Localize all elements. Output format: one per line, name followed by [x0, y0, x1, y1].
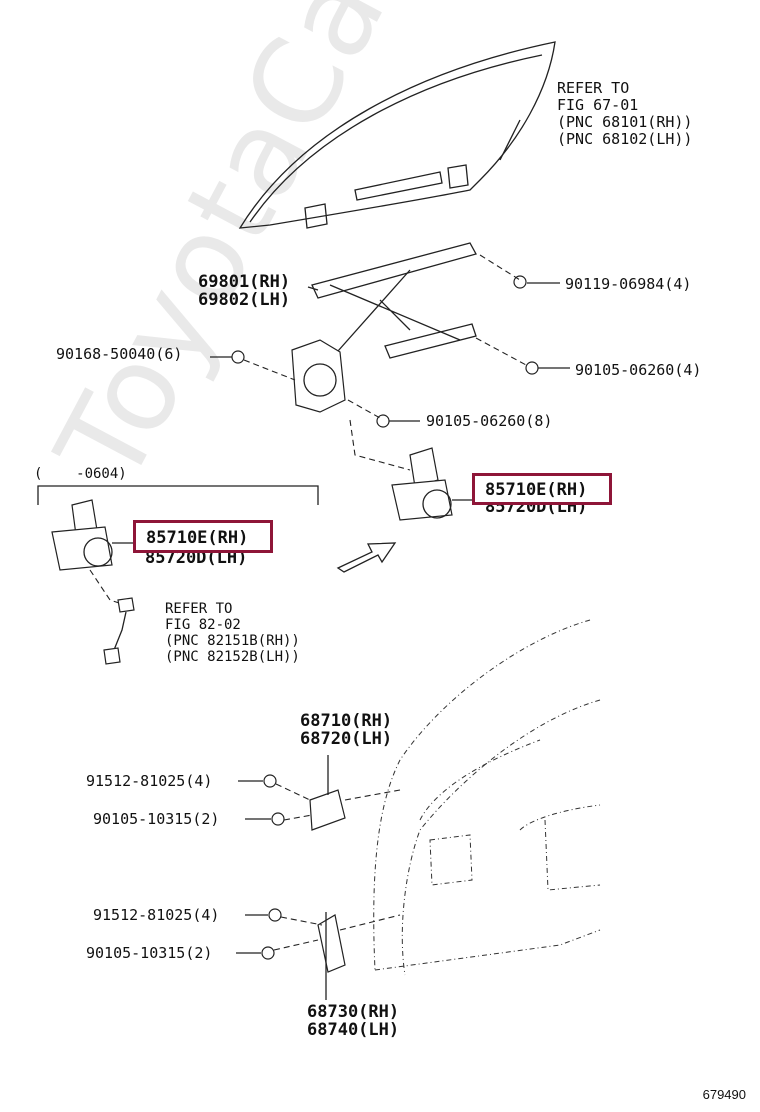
upper-hinge — [309, 789, 346, 831]
motor-old-highlight: 85710E(RH) — [133, 520, 273, 553]
motor-old-rh-label: 85710E(RH) — [146, 528, 249, 548]
bolt-90105-4-shape — [525, 361, 539, 375]
bolt-90105-8-label: 90105-06260(8) — [426, 412, 553, 430]
bolt-91512-a-shape — [263, 774, 277, 788]
lower-hinge — [317, 914, 346, 973]
hinge-upper-label: 68710(RH) 68720(LH) — [300, 711, 393, 749]
bolt-90168-shape — [231, 350, 245, 364]
regulator-lower-rail — [384, 323, 477, 359]
motor-main-rh-label: 85710E(RH) — [485, 480, 588, 500]
motor-old-highlight-bg — [133, 520, 273, 553]
old-motor-housing — [51, 526, 113, 571]
harness-connector — [103, 647, 121, 665]
bolt-91512-b-label: 91512-81025(4) — [93, 906, 220, 924]
bolt-91512-a-label: 91512-81025(4) — [86, 772, 213, 790]
bracket-range-label: ( -0604) — [34, 466, 127, 482]
regulator-base-plate — [291, 339, 346, 413]
regulator-upper-rail — [311, 242, 477, 299]
old-motor-gear — [83, 537, 113, 567]
refer-fig-82: REFER TO FIG 82-02 (PNC 82151B(RH)) (PNC… — [165, 601, 300, 665]
bolt-90119-label: 90119-06984(4) — [565, 275, 692, 293]
main-motor-gear — [422, 489, 452, 519]
motor-main-highlight-bg — [472, 473, 612, 505]
motor-main-highlight: 85710E(RH) — [472, 473, 612, 505]
regulator-arm — [329, 269, 461, 361]
glass-clip-left — [304, 203, 328, 229]
bolt-90105-10315-b-shape — [261, 946, 275, 960]
main-motor-body — [409, 447, 439, 488]
bolt-90168-label: 90168-50040(6) — [56, 345, 183, 363]
harness-wire — [113, 611, 127, 651]
bolt-90105-10315-a-label: 90105-10315(2) — [93, 810, 220, 828]
glass-clip-right — [447, 164, 469, 189]
door-glass — [238, 41, 556, 229]
glass-channel — [354, 171, 443, 201]
connector-plug — [117, 597, 135, 613]
diagram-code: 679490 — [702, 1087, 746, 1102]
hinge-lower-label: 68730(RH) 68740(LH) — [307, 1002, 400, 1040]
motor-old-lh-label: 85720D(LH) — [145, 548, 248, 568]
refer-fig-67: REFER TO FIG 67-01 (PNC 68101(RH)) (PNC … — [557, 79, 693, 148]
regulator-base-gear — [303, 363, 337, 397]
regulator-label: 69801(RH) 69802(LH) — [198, 272, 291, 310]
bolt-90105-4-label: 90105-06260(4) — [575, 361, 702, 379]
direction-arrow — [336, 542, 397, 573]
main-motor-housing — [391, 479, 453, 521]
door-frame — [373, 619, 601, 976]
bolt-90105-10315-b-label: 90105-10315(2) — [86, 944, 213, 962]
bolt-91512-b-shape — [268, 908, 282, 922]
bolt-90119-shape — [513, 275, 527, 289]
bolt-90105-10315-a-shape — [271, 812, 285, 826]
range-bracket — [37, 485, 319, 505]
